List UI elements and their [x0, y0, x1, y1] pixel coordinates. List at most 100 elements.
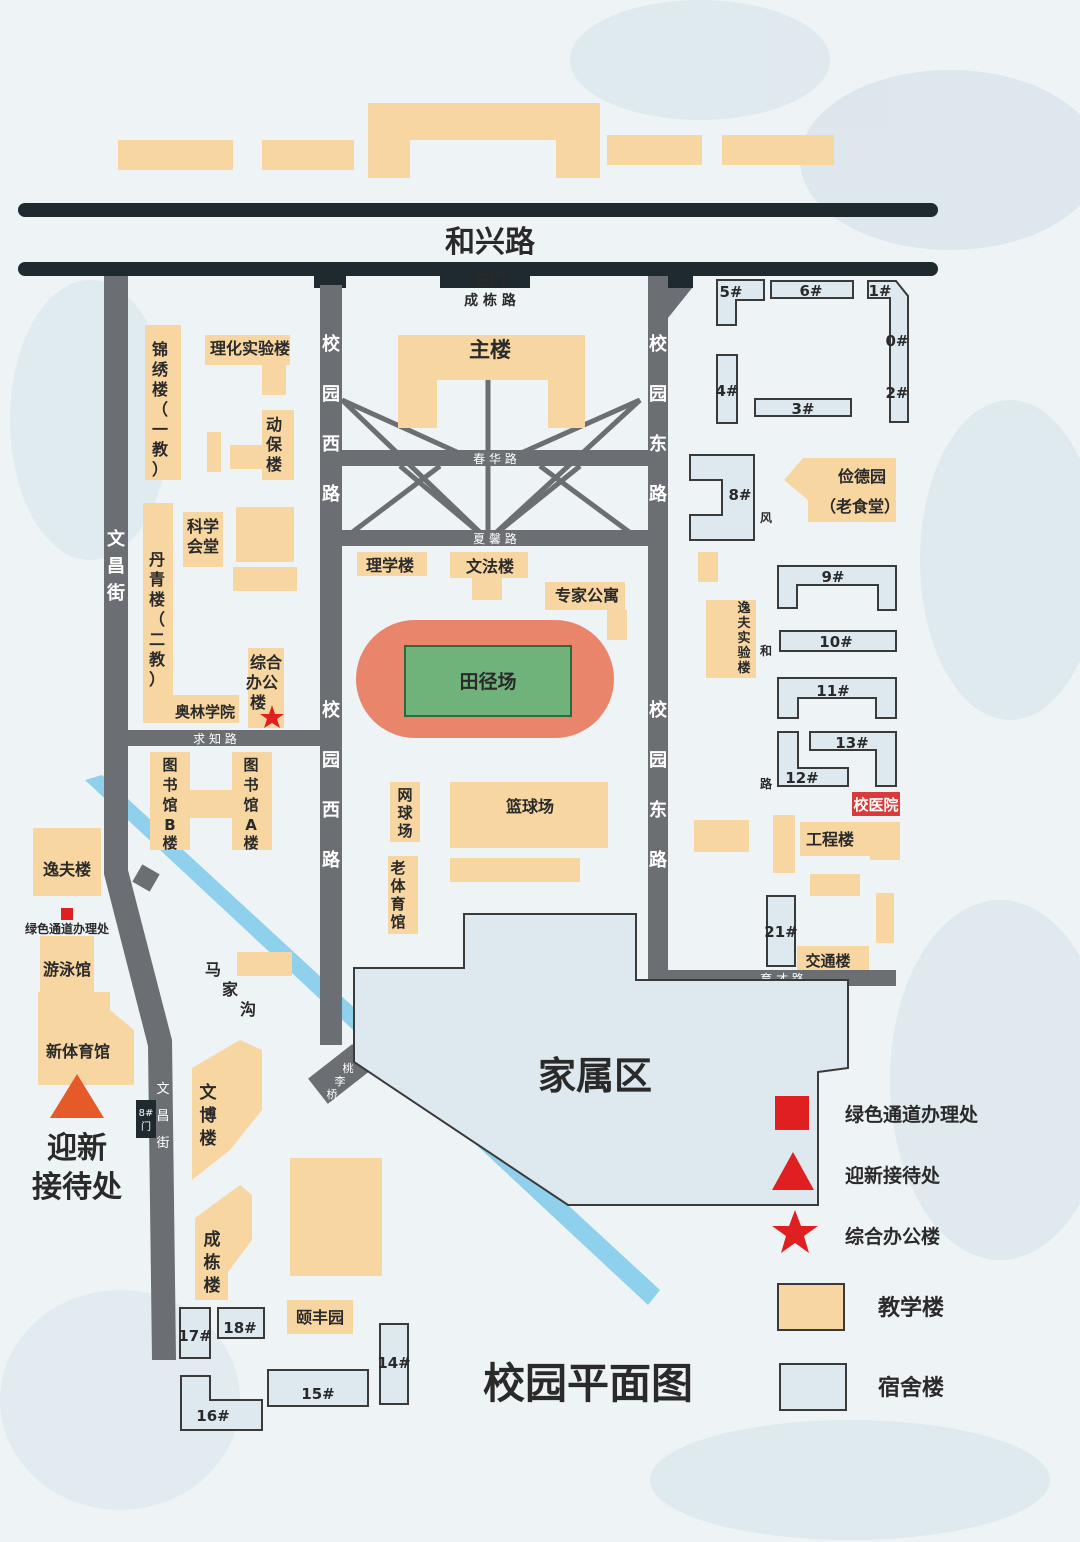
label-xintiyu: 新体育馆: [46, 1042, 110, 1061]
svg-text:文: 文: [107, 528, 126, 550]
svg-text:图: 图: [162, 756, 177, 774]
svg-text:绣: 绣: [152, 360, 169, 379]
svg-text:园: 园: [322, 750, 340, 771]
dorm-18: 18#: [223, 1319, 256, 1337]
svg-text:一: 一: [152, 420, 168, 439]
label-lib-a: 图 书 馆 A 楼: [243, 756, 258, 852]
svg-text:）: ）: [149, 670, 165, 689]
svg-text:校: 校: [322, 699, 341, 721]
label-lixue: 理学楼: [366, 556, 414, 575]
label-youyong: 游泳馆: [43, 960, 91, 979]
dorm-17: 17#: [178, 1327, 211, 1345]
label-jinxiu: 锦 绣 楼 （ 一 教 ）: [152, 340, 169, 479]
label-jiande-sub: （老食堂）: [820, 497, 900, 516]
svg-text:迎新: 迎新: [47, 1131, 107, 1166]
majiagou-label-1: 马: [205, 960, 221, 979]
building-labels: 主楼 理化实验楼 锦 绣 楼 （ 一 教 ） 动 保 楼 科学 会堂 丹 青 楼…: [25, 338, 900, 1327]
svg-text:楼: 楼: [200, 1128, 217, 1149]
svg-text:楼: 楼: [162, 834, 177, 852]
svg-text:路: 路: [649, 483, 668, 505]
dorm-8: 8#: [728, 486, 751, 504]
label-aolin: 奥林学院: [175, 703, 235, 721]
svg-text:东: 东: [649, 433, 667, 455]
green-channel-marker: [61, 908, 73, 920]
hospital-marker: [852, 792, 900, 816]
majiagou-label-3: 沟: [240, 1000, 256, 1019]
svg-text:实: 实: [737, 630, 750, 646]
legend-teaching: 教学楼: [878, 1295, 944, 1321]
svg-text:网: 网: [397, 786, 412, 804]
dorm-labels: 5# 6# 1# 0# 2# 4# 3# 8# 9# 10# 11# 13# 1…: [178, 282, 908, 1425]
label-danqing: 丹 青 楼 （ 二 教 ）: [149, 550, 166, 689]
label-lvse: 绿色通道办理处: [25, 921, 110, 936]
majiagou-label-2: 家: [222, 980, 239, 999]
svg-text:夫: 夫: [737, 615, 751, 631]
legend-dorm: 宿舍楼: [878, 1375, 944, 1401]
qiuzhi-road-label: 求 知 路: [193, 731, 237, 746]
svg-text:校: 校: [649, 333, 668, 355]
svg-text:栋: 栋: [204, 1252, 221, 1273]
label-lihua: 理化实验楼: [210, 339, 290, 358]
hexing-road: 和兴路: [18, 203, 938, 276]
dorm-1: 1#: [868, 282, 891, 300]
svg-text:锦: 锦: [152, 340, 168, 359]
svg-text:街: 街: [156, 1136, 169, 1151]
svg-text:园: 园: [322, 384, 340, 405]
main-gate-label: 正门: [474, 271, 506, 290]
dorm-15: 15#: [301, 1385, 334, 1403]
svg-text:园: 园: [649, 750, 667, 771]
dorm-buildings: [179, 279, 909, 1431]
svg-text:逸: 逸: [737, 600, 750, 616]
label-wangqiu: 网 球 场: [397, 786, 413, 840]
dorm-2: 2#: [885, 384, 908, 402]
dorm-3: 3#: [791, 400, 814, 418]
road-labels: 校 园 西 路 校 园 西 路 校 园 东 路 校 园 东 路 文 昌 街 文 …: [106, 333, 804, 1151]
reception-triangle-icon: [50, 1074, 104, 1118]
svg-text:书: 书: [162, 776, 177, 794]
label-main: 主楼: [469, 338, 511, 362]
legend-green-channel-icon: [775, 1096, 809, 1130]
svg-text:体: 体: [390, 877, 406, 895]
label-laotiyu: 老 体 育 馆: [389, 859, 406, 931]
svg-text:文: 文: [200, 1082, 218, 1103]
svg-text:球: 球: [397, 804, 413, 822]
svg-text:路: 路: [322, 849, 341, 871]
campus-west-road-1-char1: 校: [322, 333, 341, 355]
main-gate: 正门 成 栋 路: [314, 271, 693, 309]
legend-teaching-swatch: [777, 1283, 845, 1331]
track-field: [356, 620, 614, 738]
dorm-12: 12#: [785, 769, 818, 787]
svg-text:西: 西: [322, 434, 340, 455]
svg-text:东: 东: [649, 799, 667, 821]
label-kexue: 科学 会堂: [187, 517, 219, 556]
hexing-road-label: 和兴路: [445, 225, 536, 260]
xiaxin-road-label: 夏 馨 路: [473, 531, 517, 546]
svg-text:）: ）: [152, 460, 168, 479]
svg-text:会堂: 会堂: [187, 537, 219, 556]
dorm-0: 0#: [885, 332, 908, 350]
map-title: 校园平面图: [483, 1359, 693, 1408]
svg-text:馆: 馆: [243, 796, 258, 814]
label-gongcheng: 工程楼: [806, 830, 854, 849]
svg-text:昌: 昌: [156, 1109, 169, 1124]
label-chengdong-bldg: 成 栋 楼: [204, 1229, 221, 1296]
legend: 绿色通道办理处 迎新接待处 综合办公楼 教学楼 宿舍楼: [772, 1096, 979, 1411]
teaching-buildings: [33, 325, 900, 1334]
svg-text:8#: 8#: [139, 1108, 154, 1119]
dorm-4: 4#: [715, 382, 738, 400]
svg-text:李: 李: [335, 1074, 346, 1088]
markers: [50, 705, 900, 1118]
legend-green-channel: 绿色通道办理处: [845, 1103, 979, 1126]
svg-text:博: 博: [200, 1105, 217, 1126]
svg-text:路: 路: [760, 776, 773, 791]
svg-text:场: 场: [397, 822, 412, 840]
svg-text:接待处: 接待处: [32, 1170, 122, 1205]
svg-text:楼: 楼: [250, 693, 266, 712]
chengdong-road-label: 成 栋 路: [464, 292, 517, 309]
family-residential-area: [353, 913, 849, 1206]
label-wenbo: 文 博 楼: [200, 1082, 218, 1149]
label-zonghe: 综合 办公 楼: [246, 653, 283, 712]
svg-text:青: 青: [149, 570, 165, 589]
svg-text:（: （: [152, 400, 168, 419]
svg-text:桥: 桥: [327, 1088, 338, 1101]
